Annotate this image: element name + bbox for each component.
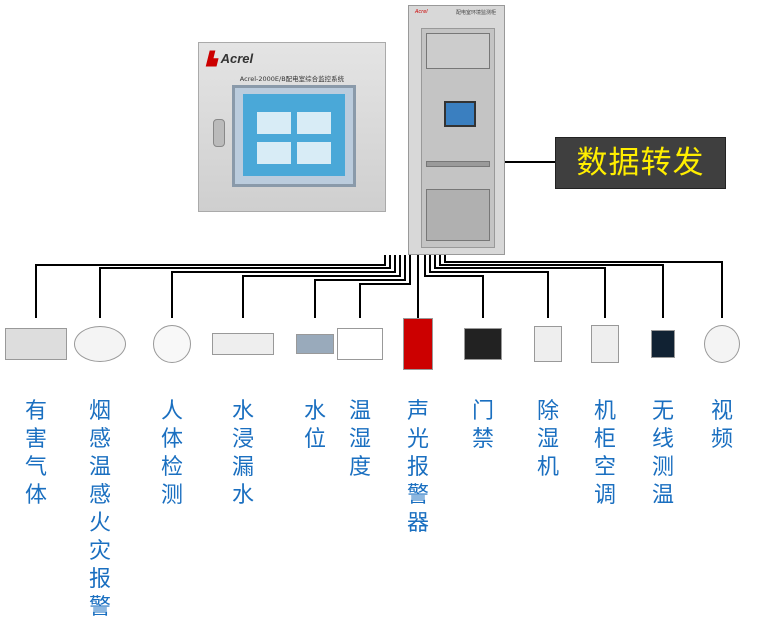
device-label-smoke: 烟感温感火灾报警 bbox=[88, 399, 111, 620]
touch-screen bbox=[232, 85, 356, 187]
wire-wireless bbox=[439, 255, 664, 318]
device-label-leak: 水浸漏水 bbox=[231, 399, 254, 508]
wire-temphum bbox=[359, 255, 411, 318]
device-label-dehum: 除湿机 bbox=[536, 399, 559, 480]
device-label-wireless: 无线测温 bbox=[651, 399, 674, 508]
gas-device-icon bbox=[5, 328, 67, 360]
cabinet-monitor bbox=[444, 101, 476, 127]
level-device-icon bbox=[296, 334, 334, 354]
door-device-icon bbox=[464, 328, 502, 360]
smoke-device-icon bbox=[74, 326, 126, 362]
ac-device-icon bbox=[591, 325, 619, 363]
wire-leak bbox=[242, 255, 401, 318]
device-dehum bbox=[534, 318, 562, 362]
leak-device-icon bbox=[212, 333, 274, 355]
device-leak bbox=[212, 318, 274, 355]
device-alarm bbox=[403, 318, 433, 370]
device-body bbox=[153, 318, 191, 363]
monitoring-wall-panel: ▙ Acrel Acrel-2000E/B配电室综合监控系统 bbox=[198, 42, 386, 212]
wire-video bbox=[444, 255, 723, 318]
device-label-door: 门禁 bbox=[471, 399, 494, 452]
device-ac bbox=[591, 318, 619, 363]
device-label-level: 水位 bbox=[303, 399, 326, 452]
device-gas bbox=[5, 318, 67, 360]
device-smoke bbox=[74, 318, 126, 362]
device-level bbox=[296, 318, 334, 354]
device-label-video: 视频 bbox=[710, 399, 733, 452]
video-device-icon bbox=[704, 325, 740, 363]
device-wireless bbox=[651, 318, 675, 358]
dehum-device-icon bbox=[534, 326, 562, 362]
wire-smoke bbox=[99, 255, 391, 318]
environment-monitoring-cabinet: Acrel 配电室环境监测柜 bbox=[408, 5, 505, 255]
wire-gas bbox=[35, 255, 386, 318]
wire-ac bbox=[434, 255, 606, 318]
cabinet-rack bbox=[421, 28, 495, 248]
wireless-device-icon bbox=[651, 330, 675, 358]
wire-body bbox=[171, 255, 396, 318]
body-device-icon bbox=[153, 325, 191, 363]
device-label-gas: 有害气体 bbox=[24, 399, 47, 508]
wire-level bbox=[314, 255, 406, 318]
alarm-device-icon bbox=[403, 318, 433, 370]
device-label-body: 人体检测 bbox=[160, 399, 183, 508]
door-handle bbox=[213, 119, 225, 147]
device-video bbox=[704, 318, 740, 363]
wire-dehum bbox=[429, 255, 549, 318]
cabinet-header: Acrel 配电室环境监测柜 bbox=[415, 9, 496, 16]
temphum-device-icon bbox=[337, 328, 383, 360]
data-forward-label: 数据转发 bbox=[555, 137, 726, 189]
device-door bbox=[464, 318, 502, 360]
acrel-logo: ▙ Acrel bbox=[207, 51, 254, 66]
device-temphum bbox=[337, 318, 383, 360]
wire-door bbox=[424, 255, 484, 318]
device-label-ac: 机柜空调 bbox=[593, 399, 616, 508]
device-label-temphum: 温湿度 bbox=[348, 399, 371, 480]
panel-model-text: Acrel-2000E/B配电室综合监控系统 bbox=[239, 75, 345, 83]
device-label-alarm: 声光报警器 bbox=[406, 399, 429, 536]
